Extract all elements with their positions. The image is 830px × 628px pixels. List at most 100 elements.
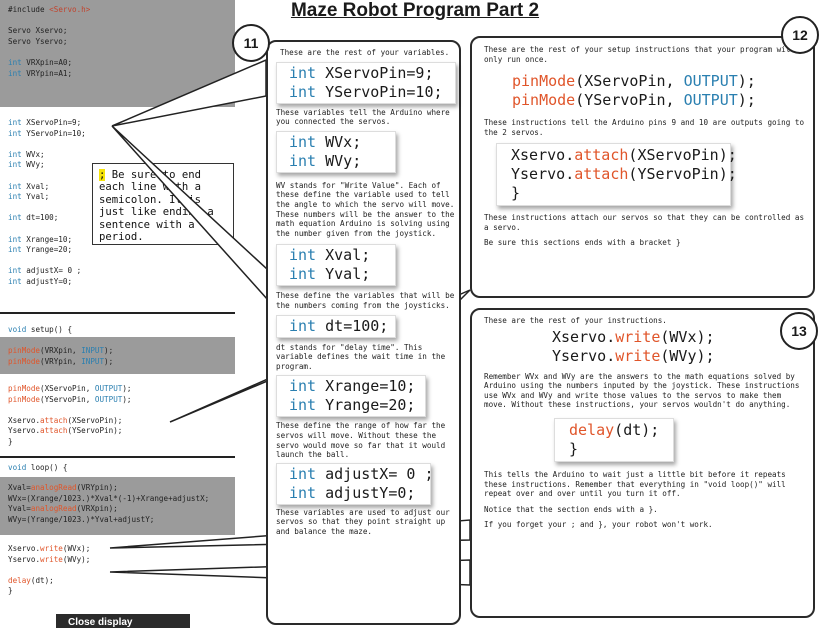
- code-block-loop-write-line: Yservo.write(WVy);: [8, 554, 91, 564]
- panel-11-code-wv-line: int WVy;: [289, 151, 362, 170]
- panel-11-code-range: int Xrange=10;int Yrange=20;: [276, 375, 426, 418]
- code-block-variables-line: int dt=100;: [8, 213, 59, 223]
- panel-12-intro: These are the rest of your setup instruc…: [484, 45, 795, 64]
- code-block-variables-line: int Yrange=20;: [8, 245, 73, 255]
- code-block-variables: int XServoPin=9;int YServoPin=10; int WV…: [0, 112, 235, 310]
- panel-11-code-val-line: int Xval;: [289, 246, 371, 265]
- panel-13-code-write-line: Yservo.write(WVy);: [552, 346, 715, 365]
- code-block-variables-line: int WVx;: [8, 149, 45, 159]
- panel-13-text-write: Remember WVx and WVy are the answers to …: [484, 371, 800, 410]
- code-block-variables-line: int Xval;: [8, 181, 50, 191]
- setup-header: void setup() {: [8, 325, 73, 334]
- panel-11-text-adjust: These variables are used to adjust our s…: [276, 507, 450, 536]
- code-block-setup-servos-line: }: [8, 436, 13, 446]
- panel-13: These are the rest of your instructions.…: [470, 308, 815, 618]
- step-badge-13: 13: [780, 312, 818, 350]
- panel-11-code-val: int Xval;int Yval;: [276, 244, 396, 287]
- panel-11-code-wv-line: int WVx;: [289, 132, 362, 151]
- panel-11-text-range: These define the range of how far the se…: [276, 421, 446, 460]
- panel-11: These are the rest of your variables. in…: [266, 40, 461, 625]
- code-block-setup-servos: pinMode(XServoPin, OUTPUT);pinMode(YServ…: [0, 378, 235, 448]
- panel-11-code-adjust: int adjustX= 0 ;int adjustY=0;: [276, 462, 434, 505]
- panel-13-code-write: Xservo.write(WVx);Yservo.write(WVy);: [552, 328, 805, 366]
- panel-11-code-adjust-line: int adjustX= 0 ;: [289, 464, 434, 483]
- panel-12-text-bracket: Be sure this sections ends with a bracke…: [484, 237, 681, 247]
- code-block-setup-inputs-line: pinMode(VRYpin, INPUT);: [8, 356, 114, 366]
- code-block-setup-inputs: pinMode(VRXpin, INPUT);pinMode(VRYpin, I…: [0, 337, 235, 374]
- code-block-loop-read-line: WVy=(Yrange/1023.)*Yval+adjustY;: [8, 514, 155, 524]
- panel-11-code-val-line: int Yval;: [289, 265, 371, 284]
- panel-13-intro: These are the rest of your instructions.: [484, 316, 667, 325]
- panel-11-text-wv: WV stands for "Write Value". Each of the…: [276, 180, 455, 238]
- panel-11-code-range-line: int Xrange=10;: [289, 377, 416, 396]
- panel-11-code-pins: int XServoPin=9;int YServoPin=10;: [276, 61, 456, 104]
- code-block-includes-line: Servo Yservo;: [8, 36, 68, 46]
- section-divider: [0, 312, 235, 314]
- code-block-setup-servos-line: [8, 405, 235, 416]
- code-block-includes-line: int VRXpin=A0;: [8, 57, 73, 67]
- code-block-variables-line: [8, 256, 235, 267]
- code-block-variables-line: int Xrange=10;: [8, 234, 73, 244]
- panel-11-text-val: These define the variables that will be …: [276, 291, 455, 310]
- semicolon-note: ; Be sure to end each line with a semico…: [92, 163, 234, 245]
- panel-13-code-delay-line: delay(dt);: [569, 420, 660, 439]
- step-badge-12: 12: [781, 16, 819, 54]
- code-block-variables-line: int adjustX= 0 ;: [8, 266, 82, 276]
- close-display-label: Close display: [68, 617, 133, 628]
- code-block-loop-write-line: delay(dt);: [8, 575, 54, 585]
- panel-12-code-pinmode-line: pinMode(XServoPin, OUTPUT);: [512, 72, 756, 91]
- code-block-setup-inputs-line: pinMode(VRXpin, INPUT);: [8, 346, 114, 355]
- panel-11-code-dt-line: int dt=100;: [289, 316, 389, 335]
- code-block-loop-read-line: Xval=analogRead(VRYpin);: [8, 483, 118, 492]
- step-badge-11: 11: [232, 24, 270, 62]
- code-block-loop-read-line: WVx=(Xrange/1023.)*Xval*(-1)+Xrange+adju…: [8, 493, 210, 503]
- code-block-includes-line: Servo Xservo;: [8, 26, 68, 36]
- code-block-variables-line: int WVy;: [8, 160, 45, 170]
- panel-12-text-pinmode: These instructions tell the Arduino pins…: [484, 118, 805, 137]
- code-block-loop-read-line: Yval=analogRead(VRXpin);: [8, 504, 118, 514]
- panel-11-text-pins: These variables tell the Arduino where y…: [276, 107, 450, 127]
- code-block-setup-servos-line: Yservo.attach(YServoPin);: [8, 426, 123, 436]
- code-block-setup-servos-line: pinMode(XServoPin, OUTPUT);: [8, 384, 132, 393]
- panel-11-intro: These are the rest of your variables.: [280, 48, 450, 57]
- panel-12-code-attach-line: Xservo.attach(XServoPin);: [511, 146, 737, 165]
- panel-12: These are the rest of your setup instruc…: [470, 36, 815, 298]
- section-divider-loop: [0, 456, 235, 458]
- panel-13-text-notice: Notice that the section ends with a }.: [484, 504, 658, 514]
- code-block-loop-write-line: [8, 565, 235, 576]
- code-block-includes: #include <Servo.h> Servo Xservo;Servo Ys…: [0, 0, 235, 107]
- panel-11-code-adjust-line: int adjustY=0;: [289, 483, 416, 502]
- panel-11-code-dt: int dt=100;: [276, 314, 396, 338]
- semicolon-note-text: Be sure to end each line with a semicolo…: [99, 169, 214, 244]
- code-block-includes-line: [8, 16, 235, 27]
- code-block-variables-line: int XServoPin=9;: [8, 118, 82, 127]
- panel-12-code-attach-line: }: [511, 184, 521, 203]
- panel-13-code-write-line: Xservo.write(WVx);: [552, 327, 715, 346]
- code-block-setup-servos-line: Xservo.attach(XServoPin);: [8, 415, 123, 425]
- code-block-variables-line: int Yval;: [8, 192, 50, 202]
- semicolon-highlight: ;: [99, 169, 106, 181]
- close-display-button[interactable]: Close display: [56, 614, 190, 628]
- panel-11-code-wv: int WVx;int WVy;: [276, 130, 396, 173]
- panel-11-text-dt: dt stands for "delay time". This variabl…: [276, 342, 446, 371]
- panel-11-code-pins-line: int XServoPin=9;: [289, 63, 434, 82]
- panel-13-code-delay: delay(dt);}: [554, 417, 674, 462]
- panel-13-code-delay-line: }: [569, 439, 579, 458]
- code-block-includes-line: [8, 47, 235, 58]
- panel-12-text-attach: These instructions attach our servos so …: [484, 213, 805, 232]
- code-block-setup-servos-line: pinMode(YServoPin, OUTPUT);: [8, 394, 132, 404]
- page-title: Maze Robot Program Part 2: [290, 0, 540, 21]
- code-block-variables-line: [8, 139, 235, 150]
- code-block-variables-line: int adjustY=0;: [8, 276, 73, 286]
- code-block-loop-write-line: Xservo.write(WVx);: [8, 544, 91, 553]
- code-block-includes-line: #include <Servo.h>: [8, 5, 91, 14]
- panel-12-code-attach-line: Yservo.attach(YServoPin);: [511, 165, 737, 184]
- code-block-variables-line: int YServoPin=10;: [8, 128, 86, 138]
- panel-13-text-warning: If you forget your ; and }, your robot w…: [484, 520, 713, 530]
- panel-12-code-attach: Xservo.attach(XServoPin);Yservo.attach(Y…: [496, 143, 737, 207]
- loop-header: void loop() {: [8, 463, 68, 472]
- panel-11-code-pins-line: int YServoPin=10;: [289, 82, 443, 101]
- code-block-loop-write-line: }: [8, 586, 13, 596]
- code-block-loop-read: Xval=analogRead(VRYpin);WVx=(Xrange/1023…: [0, 477, 235, 535]
- panel-11-code-range-line: int Yrange=20;: [289, 396, 416, 415]
